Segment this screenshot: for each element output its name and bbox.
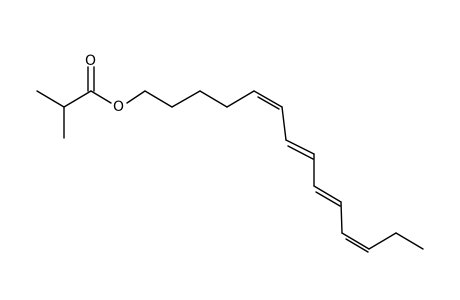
- bond-terminal-methyl: [395, 232, 424, 250]
- bond-ester-oxygen-chain: [126, 90, 146, 104]
- bond-e-alkene-1: [285, 139, 315, 155]
- ester-oxygen-label: O: [113, 99, 124, 115]
- bond-e-alkene-2: [313, 185, 342, 203]
- bond-isopropyl-carbonyl: [63, 90, 92, 108]
- bond-chain-4: [226, 90, 255, 108]
- bond-e-alkene-2-inner: [315, 191, 341, 207]
- bond-methyl-upper: [36, 90, 65, 108]
- bond-z-alkene-2-inner: [345, 238, 369, 253]
- bond-z-alkene-1: [253, 90, 283, 108]
- bond-carbonyl-ester-oxygen: [90, 90, 112, 104]
- bond-z-alkene-1-inner: [257, 96, 280, 110]
- bond-chain-2: [171, 90, 201, 108]
- bond-chain-1: [144, 90, 173, 108]
- bond-chain-3: [199, 90, 228, 108]
- bond-chain-5: [281, 106, 287, 141]
- bond-z-alkene-2: [341, 232, 370, 250]
- bond-chain-8: [368, 232, 397, 250]
- bond-chain-7: [340, 201, 343, 234]
- carbonyl-oxygen-label: O: [85, 53, 96, 69]
- bond-e-alkene-1-inner: [287, 145, 314, 160]
